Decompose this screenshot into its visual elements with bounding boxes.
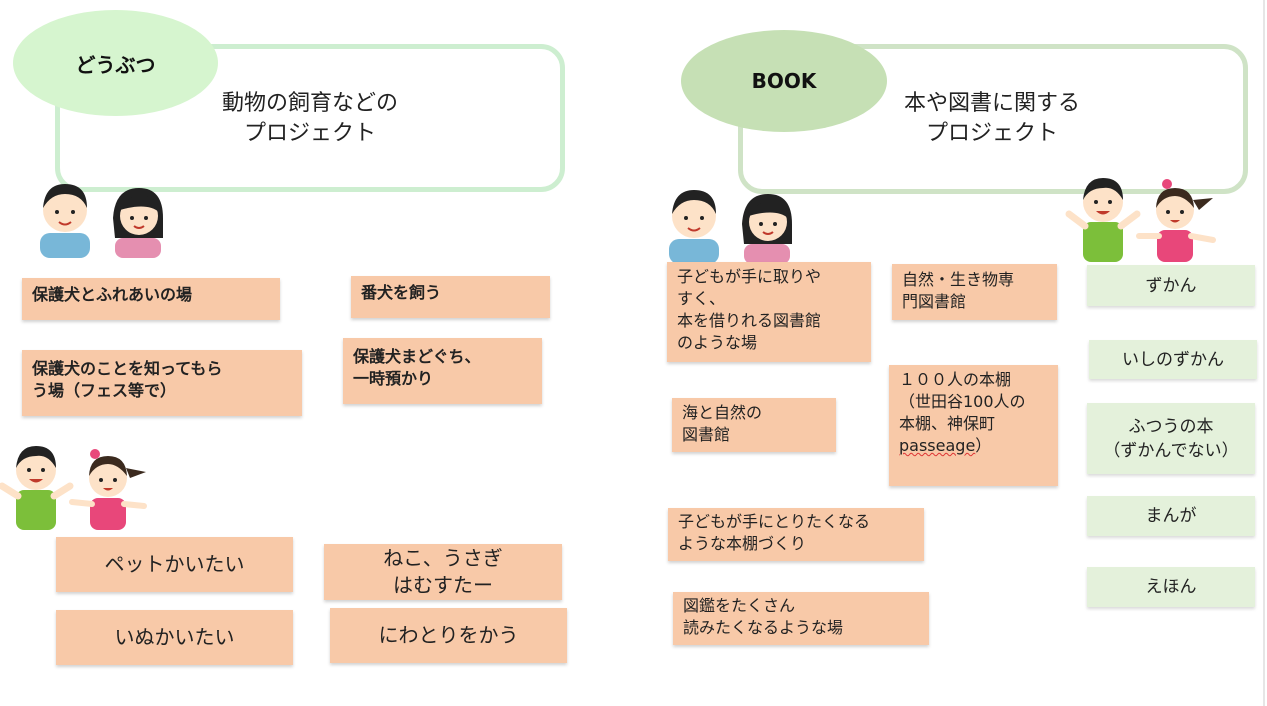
girl-icon — [69, 449, 147, 530]
mother-icon — [113, 188, 163, 258]
kids-illustration-book — [1065, 178, 1216, 262]
note-pet: ペットかいたい — [56, 537, 293, 592]
book-badge-label: BOOK — [751, 69, 817, 93]
book-project-title: 本や図書に関する プロジェクト — [903, 91, 1080, 146]
green-note-futsuu-hon: ふつうの本 （ずかんでない） — [1087, 403, 1255, 474]
note-hogoken-shiru: 保護犬のことを知ってもら う場（フェス等で） — [22, 350, 302, 416]
mother-icon — [742, 194, 792, 264]
father-icon — [40, 184, 90, 258]
page-edge-divider — [1263, 0, 1265, 706]
note-zukan-takusan: 図鑑をたくさん 読みたくなるような場 — [673, 592, 929, 645]
note-100nin-text: １００人の本棚 （世田谷100人の 本棚、神保町 — [899, 370, 1026, 433]
note-umi-shizen: 海と自然の 図書館 — [672, 398, 836, 452]
note-100nin-passeage: passeage — [899, 436, 976, 455]
note-hondana-zukuri: 子どもが手にとりたくなる ような本棚づくり — [668, 508, 924, 561]
kids-illustration — [0, 446, 147, 530]
note-shizen-ikimono: 自然・生き物専 門図書館 — [892, 264, 1057, 320]
green-note-ehon: えほん — [1087, 567, 1255, 607]
note-niwatori: にわとりをかう — [330, 608, 567, 663]
parents-illustration — [40, 184, 163, 258]
green-note-manga: まんが — [1087, 496, 1255, 536]
boy-icon — [0, 446, 74, 530]
girl-icon — [1136, 179, 1216, 262]
parents-illustration-book — [669, 190, 792, 264]
note-neko-usagi: ねこ、うさぎ はむすたー — [324, 544, 562, 600]
green-note-ishi-zukan: いしのずかん — [1089, 340, 1257, 379]
book-badge: BOOK — [681, 30, 887, 132]
note-banken: 番犬を飼う — [351, 276, 550, 318]
animal-badge-label: どうぶつ — [75, 52, 156, 77]
note-100nin-hondana: １００人の本棚 （世田谷100人の 本棚、神保町 passeage） — [889, 365, 1058, 486]
boy-icon — [1065, 178, 1141, 262]
note-100nin-close: ） — [975, 436, 992, 455]
father-icon — [669, 190, 719, 264]
green-note-zukan: ずかん — [1087, 265, 1255, 306]
note-hogoken-fureai: 保護犬とふれあいの場 — [22, 278, 280, 320]
note-inu: いぬかいたい — [56, 610, 293, 665]
note-hogoken-madoguchi: 保護犬まどぐち、 一時預かり — [343, 338, 542, 404]
animal-badge: どうぶつ — [13, 10, 218, 116]
animal-project-title: 動物の飼育などの プロジェクト — [221, 91, 398, 146]
note-kodomo-toshokan: 子どもが手に取りや すく、 本を借りれる図書館 のような場 — [667, 262, 871, 362]
